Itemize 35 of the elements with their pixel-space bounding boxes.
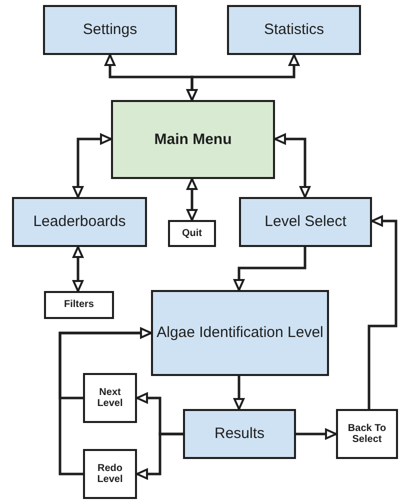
- action-box: [168, 220, 216, 247]
- box-label: Main Menu: [154, 130, 232, 148]
- box-label: Back To Select: [346, 422, 388, 446]
- box-label: Quit: [182, 228, 202, 240]
- box-label: Filters: [64, 299, 94, 311]
- main-screen-box: [111, 100, 275, 179]
- arrow: [186, 54, 300, 101]
- box-label: Leaderboards: [33, 213, 126, 231]
- arrow: [234, 247, 306, 291]
- arrow: [72, 134, 112, 198]
- box-label: Level Select: [264, 213, 346, 231]
- action-box: [336, 409, 398, 459]
- screen-box: [183, 409, 296, 459]
- box-label: Algae Identification Level: [156, 324, 324, 342]
- arrow: [274, 134, 310, 198]
- arrow: [136, 432, 183, 480]
- box-label: Next Level: [96, 386, 124, 410]
- box-label: Settings: [82, 21, 138, 39]
- arrow: [72, 246, 84, 292]
- box-label: Redo Level: [96, 462, 124, 486]
- screen-box: [227, 5, 361, 55]
- arrow: [58, 328, 152, 476]
- action-box: [44, 291, 114, 319]
- arrow: [296, 428, 337, 440]
- screen-box: [151, 290, 329, 376]
- screen-box: [239, 197, 372, 247]
- screen-box: [12, 197, 147, 247]
- screen-box: [43, 5, 177, 55]
- arrow: [234, 376, 244, 410]
- action-box: [83, 373, 137, 423]
- arrow: [368, 216, 398, 409]
- box-label: Results: [214, 425, 265, 443]
- box-label: Statistics: [264, 21, 324, 39]
- arrow: [186, 178, 198, 221]
- action-box: [83, 449, 137, 499]
